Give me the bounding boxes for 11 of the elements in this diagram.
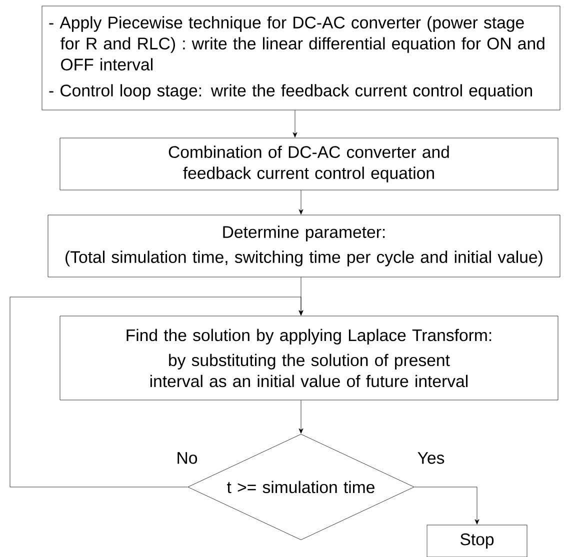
process-box: Combination of DC-AC converter and feedback current control equation bbox=[60, 138, 558, 190]
arrow bbox=[292, 110, 298, 138]
arrow bbox=[298, 400, 304, 434]
arrow bbox=[414, 486, 480, 524]
arrow bbox=[10, 296, 304, 488]
process-box: Determine parameter: (Total simulation time, switching time per cycle and initial value) bbox=[48, 214, 560, 278]
process-box: Find the solution by applying Laplace Transform: by substituting the solution of present interval as an initial value of future interval bbox=[60, 316, 558, 400]
process-box: Stop bbox=[426, 524, 528, 557]
process-box: - Apply Piecewise technique for DC-AC converter (power stage for R and RLC) : write the linear differential equation for ON and OFF interval - Control loop stage: write the feedback current control equation bbox=[42, 6, 560, 110]
arrow bbox=[298, 190, 304, 214]
edge-label: Yes bbox=[416, 451, 446, 465]
